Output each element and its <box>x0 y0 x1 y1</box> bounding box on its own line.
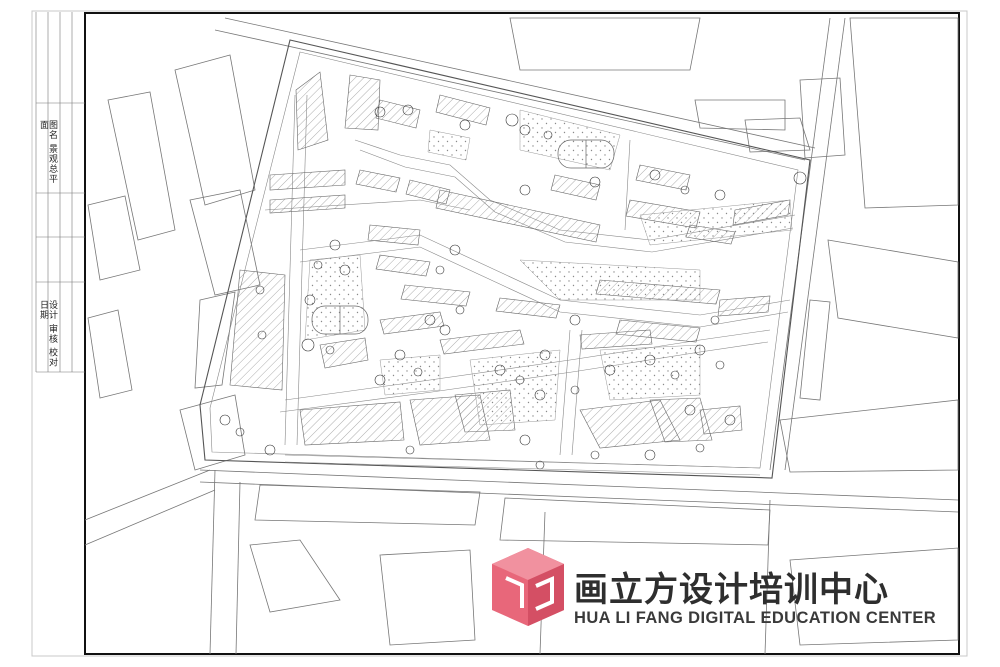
title-block-cell-bottom: 设计 审核 校对 日期 <box>38 300 57 368</box>
sports-fields <box>311 139 615 335</box>
watermark-english-text: HUA LI FANG DIGITAL EDUCATION CENTER <box>574 609 937 627</box>
trees <box>219 104 807 470</box>
roads <box>84 17 959 655</box>
drawing-frame <box>84 12 960 655</box>
title-block-cell-top: 图名 景观总平面 <box>38 120 57 184</box>
watermark: 画立方设计培训中心 HUA LI FANG DIGITAL EDUCATION … <box>490 548 960 638</box>
title-block <box>35 12 85 373</box>
watermark-logo-icon <box>492 548 564 626</box>
parking-strip <box>284 454 761 476</box>
site-inner-road <box>209 51 799 469</box>
surrounding-blocks <box>87 17 959 646</box>
watermark-chinese-text: 画立方设计培训中心 <box>574 570 889 610</box>
site-boundary <box>199 39 811 479</box>
sheet-border <box>31 10 968 657</box>
lawns <box>304 109 793 426</box>
